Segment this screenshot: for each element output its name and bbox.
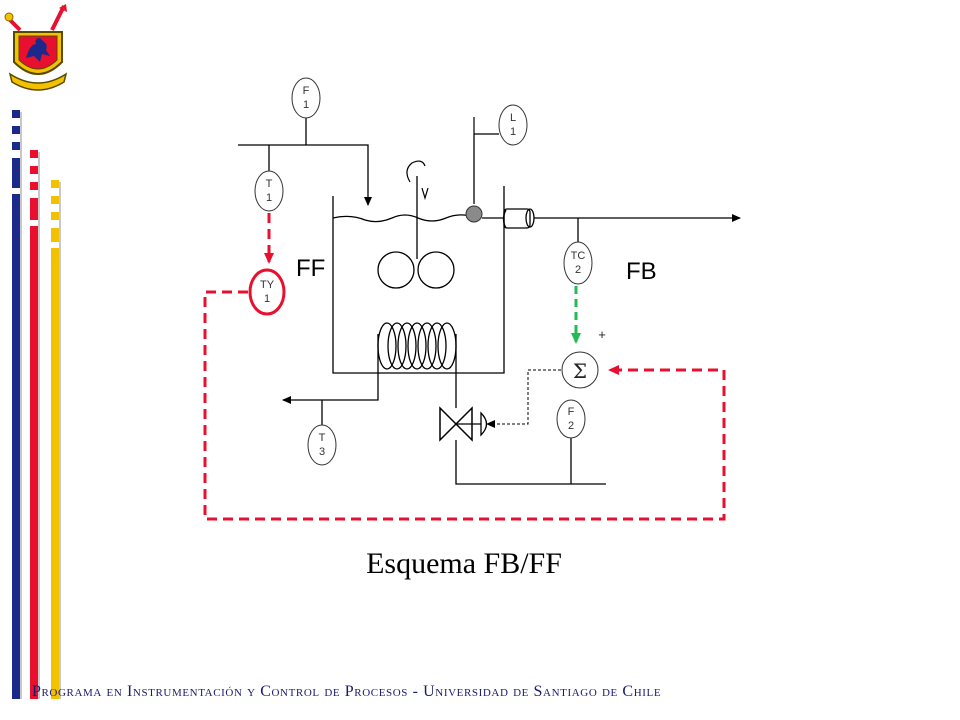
decorative-side-bars <box>12 110 61 699</box>
liquid-surface <box>332 214 471 223</box>
yellow-bar <box>51 180 61 699</box>
instrument-f1-number: 1 <box>303 99 309 111</box>
instrument-f2[interactable]: F 2 <box>556 399 586 439</box>
slide-title: Esquema FB/FF <box>366 547 562 580</box>
instrument-tc2[interactable]: TC 2 <box>563 241 593 285</box>
instrument-f2-number: 2 <box>568 420 574 432</box>
instrument-t3-tag: T <box>319 432 326 444</box>
impeller-left <box>377 251 415 289</box>
red-bar <box>30 150 40 699</box>
instrument-l1-tag: L <box>510 112 516 124</box>
navy-bar <box>12 110 22 699</box>
feed-inlet-line <box>238 144 372 206</box>
sigma-icon: Σ <box>573 359 587 383</box>
instrument-tc2-number: 2 <box>575 264 581 276</box>
coil-outlet-line <box>282 334 379 404</box>
instrument-ty1-number: 1 <box>264 293 270 305</box>
instrument-t1[interactable]: T 1 <box>254 170 284 212</box>
university-crest-icon <box>4 4 68 91</box>
summer-to-valve-signal <box>486 369 561 428</box>
fb-label: FB <box>626 258 657 285</box>
instrument-ty1[interactable]: TY 1 <box>248 268 286 316</box>
instrument-t3-number: 3 <box>319 446 325 458</box>
instrument-tc2-tag: TC <box>571 250 586 262</box>
summing-junction[interactable]: Σ <box>561 351 599 389</box>
instrument-f2-tag: F <box>568 406 575 418</box>
footer-text: Programa en Instrumentación y Control de… <box>32 683 662 700</box>
impeller-right <box>417 251 455 289</box>
instrument-t3[interactable]: T 3 <box>307 424 337 466</box>
instrument-ty1-tag: TY <box>260 279 275 291</box>
instrument-f1-tag: F <box>303 85 310 97</box>
heating-coil <box>377 322 457 370</box>
instrument-l1[interactable]: L 1 <box>498 104 528 146</box>
instrument-f1[interactable]: F 1 <box>291 77 321 119</box>
process-diagram <box>238 117 741 485</box>
control-valve-icon <box>439 406 473 442</box>
rotation-arrow <box>406 160 426 183</box>
summer-plus-sign: + <box>598 327 606 342</box>
feedforward-signal <box>203 213 726 521</box>
instrument-l1-number: 1 <box>510 126 516 138</box>
ty1-to-summer-signal <box>203 290 726 521</box>
outlet-fitting <box>503 208 531 229</box>
level-float-icon <box>465 205 483 223</box>
tank-body <box>332 186 505 374</box>
ff-label: FF <box>296 255 325 282</box>
instrument-t1-number: 1 <box>266 192 272 204</box>
signal-lines <box>486 369 561 428</box>
instrument-t1-tag: T <box>266 178 273 190</box>
